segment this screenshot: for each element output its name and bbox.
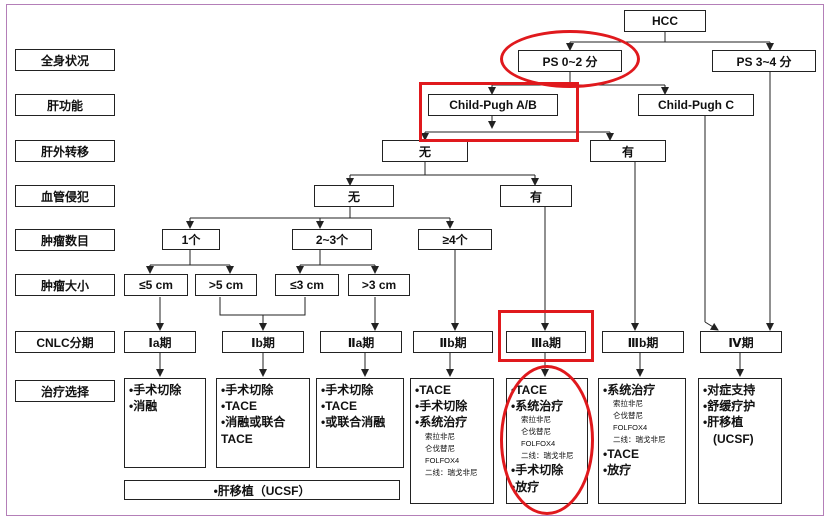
node-size-gt5: >5 cm — [195, 274, 257, 296]
treatment-iv: •对症支持 •舒缓疗护 •肝移植 (UCSF) — [698, 378, 782, 504]
node-size-gt3: >3 cm — [348, 274, 410, 296]
treatment-item: •消融或联合 — [221, 415, 286, 430]
stage-iia: Ⅱa期 — [320, 331, 402, 353]
treatment-item: •放疗 — [603, 463, 632, 478]
row-label-liver-function: 肝功能 — [15, 94, 115, 116]
treatment-item: •消融 — [129, 399, 158, 414]
treatment-item: •对症支持 — [703, 383, 756, 397]
treatment-item: •系统治疗 — [511, 399, 564, 414]
treatment-iiib: •系统治疗 索拉非尼 仑伐替尼 FOLFOX4 二线：瑞戈非尼 •TACE •放… — [598, 378, 686, 504]
node-count-2-3: 2~3个 — [292, 229, 372, 250]
row-label-treatment: 治疗选择 — [15, 380, 115, 402]
drug-name: FOLFOX4 — [613, 423, 648, 433]
node-count-4-plus: ≥4个 — [418, 229, 492, 250]
drug-name: 二线：瑞戈非尼 — [521, 451, 574, 461]
treatment-item: •TACE — [321, 399, 357, 414]
treatment-item: •手术切除 — [321, 383, 374, 397]
stage-ib: Ⅰb期 — [222, 331, 304, 353]
row-label-tumor-size: 肿瘤大小 — [15, 274, 115, 296]
treatment-iia: •手术切除 •TACE •或联合消融 — [316, 378, 404, 468]
node-ps-0-2: PS 0~2 分 — [518, 50, 622, 72]
treatment-item: •舒缓疗护 — [703, 399, 756, 414]
node-invasion-yes: 有 — [500, 185, 572, 207]
treatment-item: •或联合消融 — [321, 415, 386, 430]
treatment-item: •肝移植 — [703, 415, 744, 430]
drug-name: 二线：瑞戈非尼 — [613, 435, 666, 445]
treatment-item: •手术切除 — [129, 383, 182, 397]
row-label-general-status: 全身状况 — [15, 49, 115, 71]
treatment-item: •TACE — [221, 399, 257, 414]
treatment-item: •TACE — [415, 383, 451, 397]
node-child-pugh-c: Child-Pugh C — [638, 94, 754, 116]
node-ps-3-4: PS 3~4 分 — [712, 50, 816, 72]
stage-iiia: Ⅲa期 — [506, 331, 586, 353]
node-hcc: HCC — [624, 10, 706, 32]
treatment-ib: •手术切除 •TACE •消融或联合 TACE — [216, 378, 310, 468]
drug-name: 索拉非尼 — [613, 399, 643, 409]
treatment-item: •手术切除 — [415, 399, 468, 414]
row-label-tumor-count: 肿瘤数目 — [15, 229, 115, 251]
drug-name: FOLFOX4 — [521, 439, 556, 449]
node-metastasis-yes: 有 — [590, 140, 666, 162]
treatment-item: •手术切除 — [221, 383, 274, 397]
stage-ia: Ⅰa期 — [124, 331, 196, 353]
drug-name: 仑伐替尼 — [521, 427, 551, 437]
node-count-1: 1个 — [162, 229, 220, 250]
stage-iib: Ⅱb期 — [413, 331, 493, 353]
drug-name: 仑伐替尼 — [613, 411, 643, 421]
treatment-item: (UCSF) — [713, 431, 754, 446]
stage-iv: Ⅳ期 — [700, 331, 782, 353]
drug-name: 索拉非尼 — [521, 415, 551, 425]
diagram-frame — [6, 4, 824, 516]
treatment-item: •TACE — [603, 447, 639, 462]
treatment-item: •系统治疗 — [415, 415, 468, 430]
row-label-vascular-invasion: 血管侵犯 — [15, 185, 115, 207]
drug-name: 仑伐替尼 — [425, 443, 455, 453]
node-metastasis-no: 无 — [382, 140, 468, 162]
node-size-le5: ≤5 cm — [124, 274, 188, 296]
treatment-ia: •手术切除 •消融 — [124, 378, 206, 468]
treatment-iib: •TACE •手术切除 •系统治疗 索拉非尼 仑伐替尼 FOLFOX4 二线：瑞… — [410, 378, 494, 504]
row-label-extrahepatic-metastasis: 肝外转移 — [15, 140, 115, 162]
transplant-bar: •肝移植（UCSF） — [124, 480, 400, 500]
stage-iiib: Ⅲb期 — [602, 331, 684, 353]
node-size-le3: ≤3 cm — [275, 274, 339, 296]
node-invasion-no: 无 — [314, 185, 394, 207]
node-child-pugh-ab: Child-Pugh A/B — [428, 94, 558, 116]
drug-name: 二线：瑞戈非尼 — [425, 467, 478, 477]
row-label-cnlc-stage: CNLC分期 — [15, 331, 115, 353]
treatment-item: •放疗 — [511, 479, 540, 494]
treatment-item: •TACE — [511, 383, 547, 397]
treatment-iiia: •TACE •系统治疗 索拉非尼 仑伐替尼 FOLFOX4 二线：瑞戈非尼 •手… — [506, 378, 588, 504]
drug-name: FOLFOX4 — [425, 455, 460, 465]
drug-name: 索拉非尼 — [425, 431, 455, 441]
treatment-item: •手术切除 — [511, 463, 564, 478]
treatment-item: TACE — [221, 431, 253, 446]
treatment-item: •系统治疗 — [603, 383, 656, 397]
